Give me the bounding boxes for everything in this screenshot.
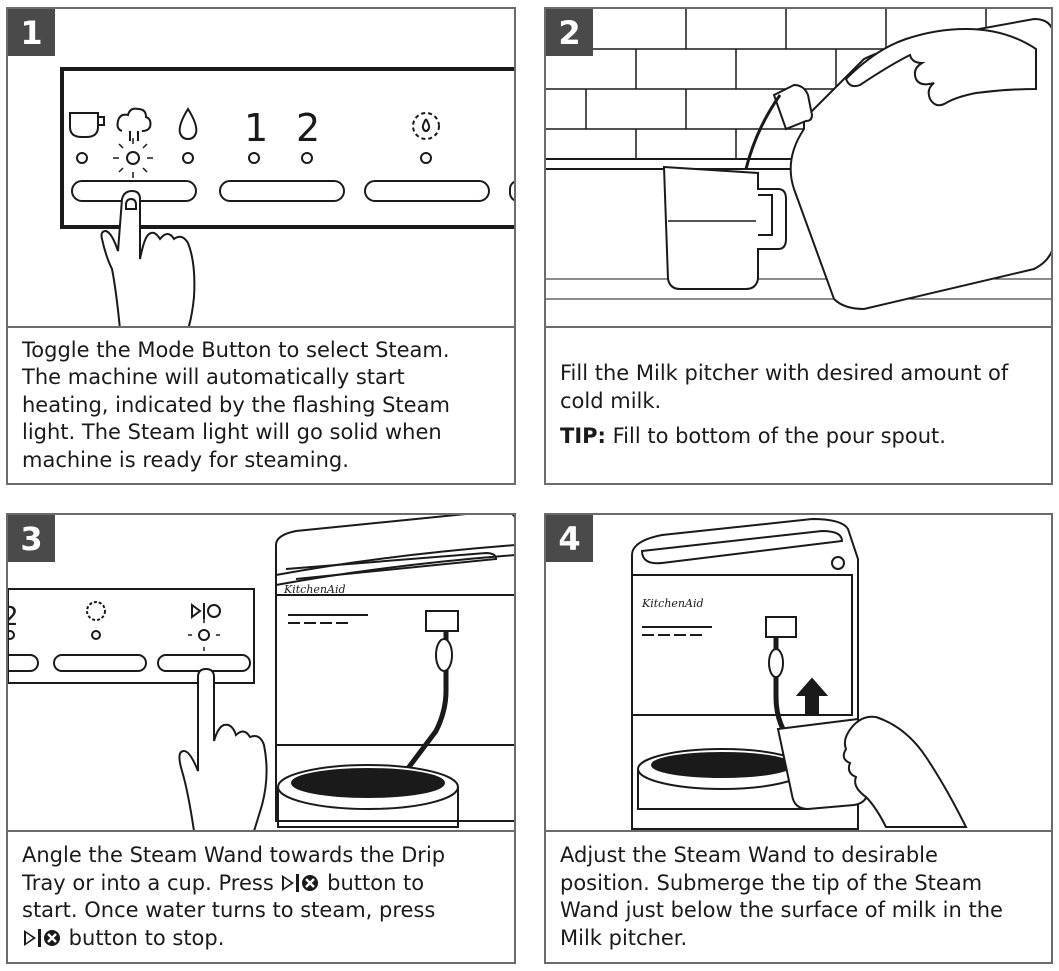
step-number-badge: 4	[546, 515, 593, 562]
hand	[178, 667, 268, 830]
caption-line: start. Once water turns to steam, press	[22, 898, 436, 922]
hand	[844, 27, 1037, 107]
step-3-caption: Angle the Steam Wand towards the Drip Tr…	[8, 832, 514, 962]
water-drop-icon	[178, 107, 198, 141]
caption-text: button to stop.	[62, 925, 225, 950]
steam-wand	[404, 631, 449, 773]
caption-line: machine is ready for steaming.	[22, 447, 349, 472]
coffee-machine: KitchenAid	[275, 515, 514, 828]
step-1-illustration: 1 2 1	[8, 9, 514, 328]
caption-text: button to	[320, 870, 425, 895]
brand-label: KitchenAid	[283, 583, 346, 596]
caption-line: cold milk.	[560, 388, 662, 413]
descale-icon	[412, 112, 440, 140]
milk-pitcher	[662, 165, 787, 290]
step-number-badge: 1	[8, 9, 55, 56]
caption-line: Wand just below the surface of milk in t…	[560, 898, 1003, 922]
start-stop-icon	[191, 603, 221, 619]
panel-label-2: 2	[296, 106, 320, 150]
tip-label: TIP:	[560, 424, 606, 449]
step-4-panel: KitchenAid 4 Adjust the Steam Wand to de…	[544, 513, 1053, 964]
control-panel	[60, 67, 514, 229]
descale-icon	[86, 601, 106, 621]
caption-line: Milk pitcher.	[560, 925, 688, 950]
caption-line: Adjust the Steam Wand to desirable	[560, 843, 938, 867]
caption-line: Fill the Milk pitcher with desired amoun…	[560, 361, 1009, 386]
up-arrow-icon	[795, 677, 829, 716]
steam-icon	[116, 107, 152, 141]
caption-text: Tray or into a cup. Press	[22, 870, 281, 895]
caption-line: Tray or into a cup. Press button to	[22, 870, 500, 898]
caption-line: Angle the Steam Wand towards the Drip	[22, 843, 446, 867]
cup-icon	[69, 112, 105, 138]
tip-line: TIP: Fill to bottom of the pour spout.	[560, 423, 1037, 451]
step-4-illustration: KitchenAid 4	[546, 515, 1051, 832]
step-2-panel: 2 Fill the Milk pitcher with desired amo…	[544, 7, 1053, 485]
flashing-light	[113, 138, 153, 178]
hand	[842, 715, 968, 828]
step-1-caption: Toggle the Mode Button to select Steam. …	[8, 328, 514, 483]
caption-line: The machine will automatically start	[22, 365, 405, 390]
step-3-illustration: KitchenAid 2 3	[8, 515, 514, 832]
step-number-badge: 3	[8, 515, 55, 562]
start-stop-icon	[282, 873, 319, 892]
caption-line: position. Submerge the tip of the Steam	[560, 870, 983, 895]
step-2-illustration: 2	[546, 9, 1051, 328]
start-stop-icon	[24, 928, 60, 947]
step-3-panel: KitchenAid 2 3 Angle the Ste	[6, 513, 516, 964]
panel-label-2: 2	[8, 602, 19, 632]
brand-label: KitchenAid	[641, 597, 704, 610]
step-1-panel: 1 2 1 Toggle the Mode Button to select S…	[6, 7, 516, 485]
caption-line: button to stop.	[22, 925, 500, 953]
step-number-badge: 2	[546, 9, 593, 56]
caption-line: light. The Steam light will go solid whe…	[22, 420, 442, 445]
caption-line: Toggle the Mode Button to select Steam.	[22, 337, 450, 362]
caption-line: heating, indicated by the flashing Steam	[22, 392, 450, 417]
tip-text: Fill to bottom of the pour spout.	[605, 424, 946, 449]
step-4-caption: Adjust the Steam Wand to desirable posit…	[546, 832, 1051, 962]
step-2-caption: Fill the Milk pitcher with desired amoun…	[546, 328, 1051, 483]
hand	[100, 189, 196, 326]
panel-label-1: 1	[244, 106, 268, 150]
